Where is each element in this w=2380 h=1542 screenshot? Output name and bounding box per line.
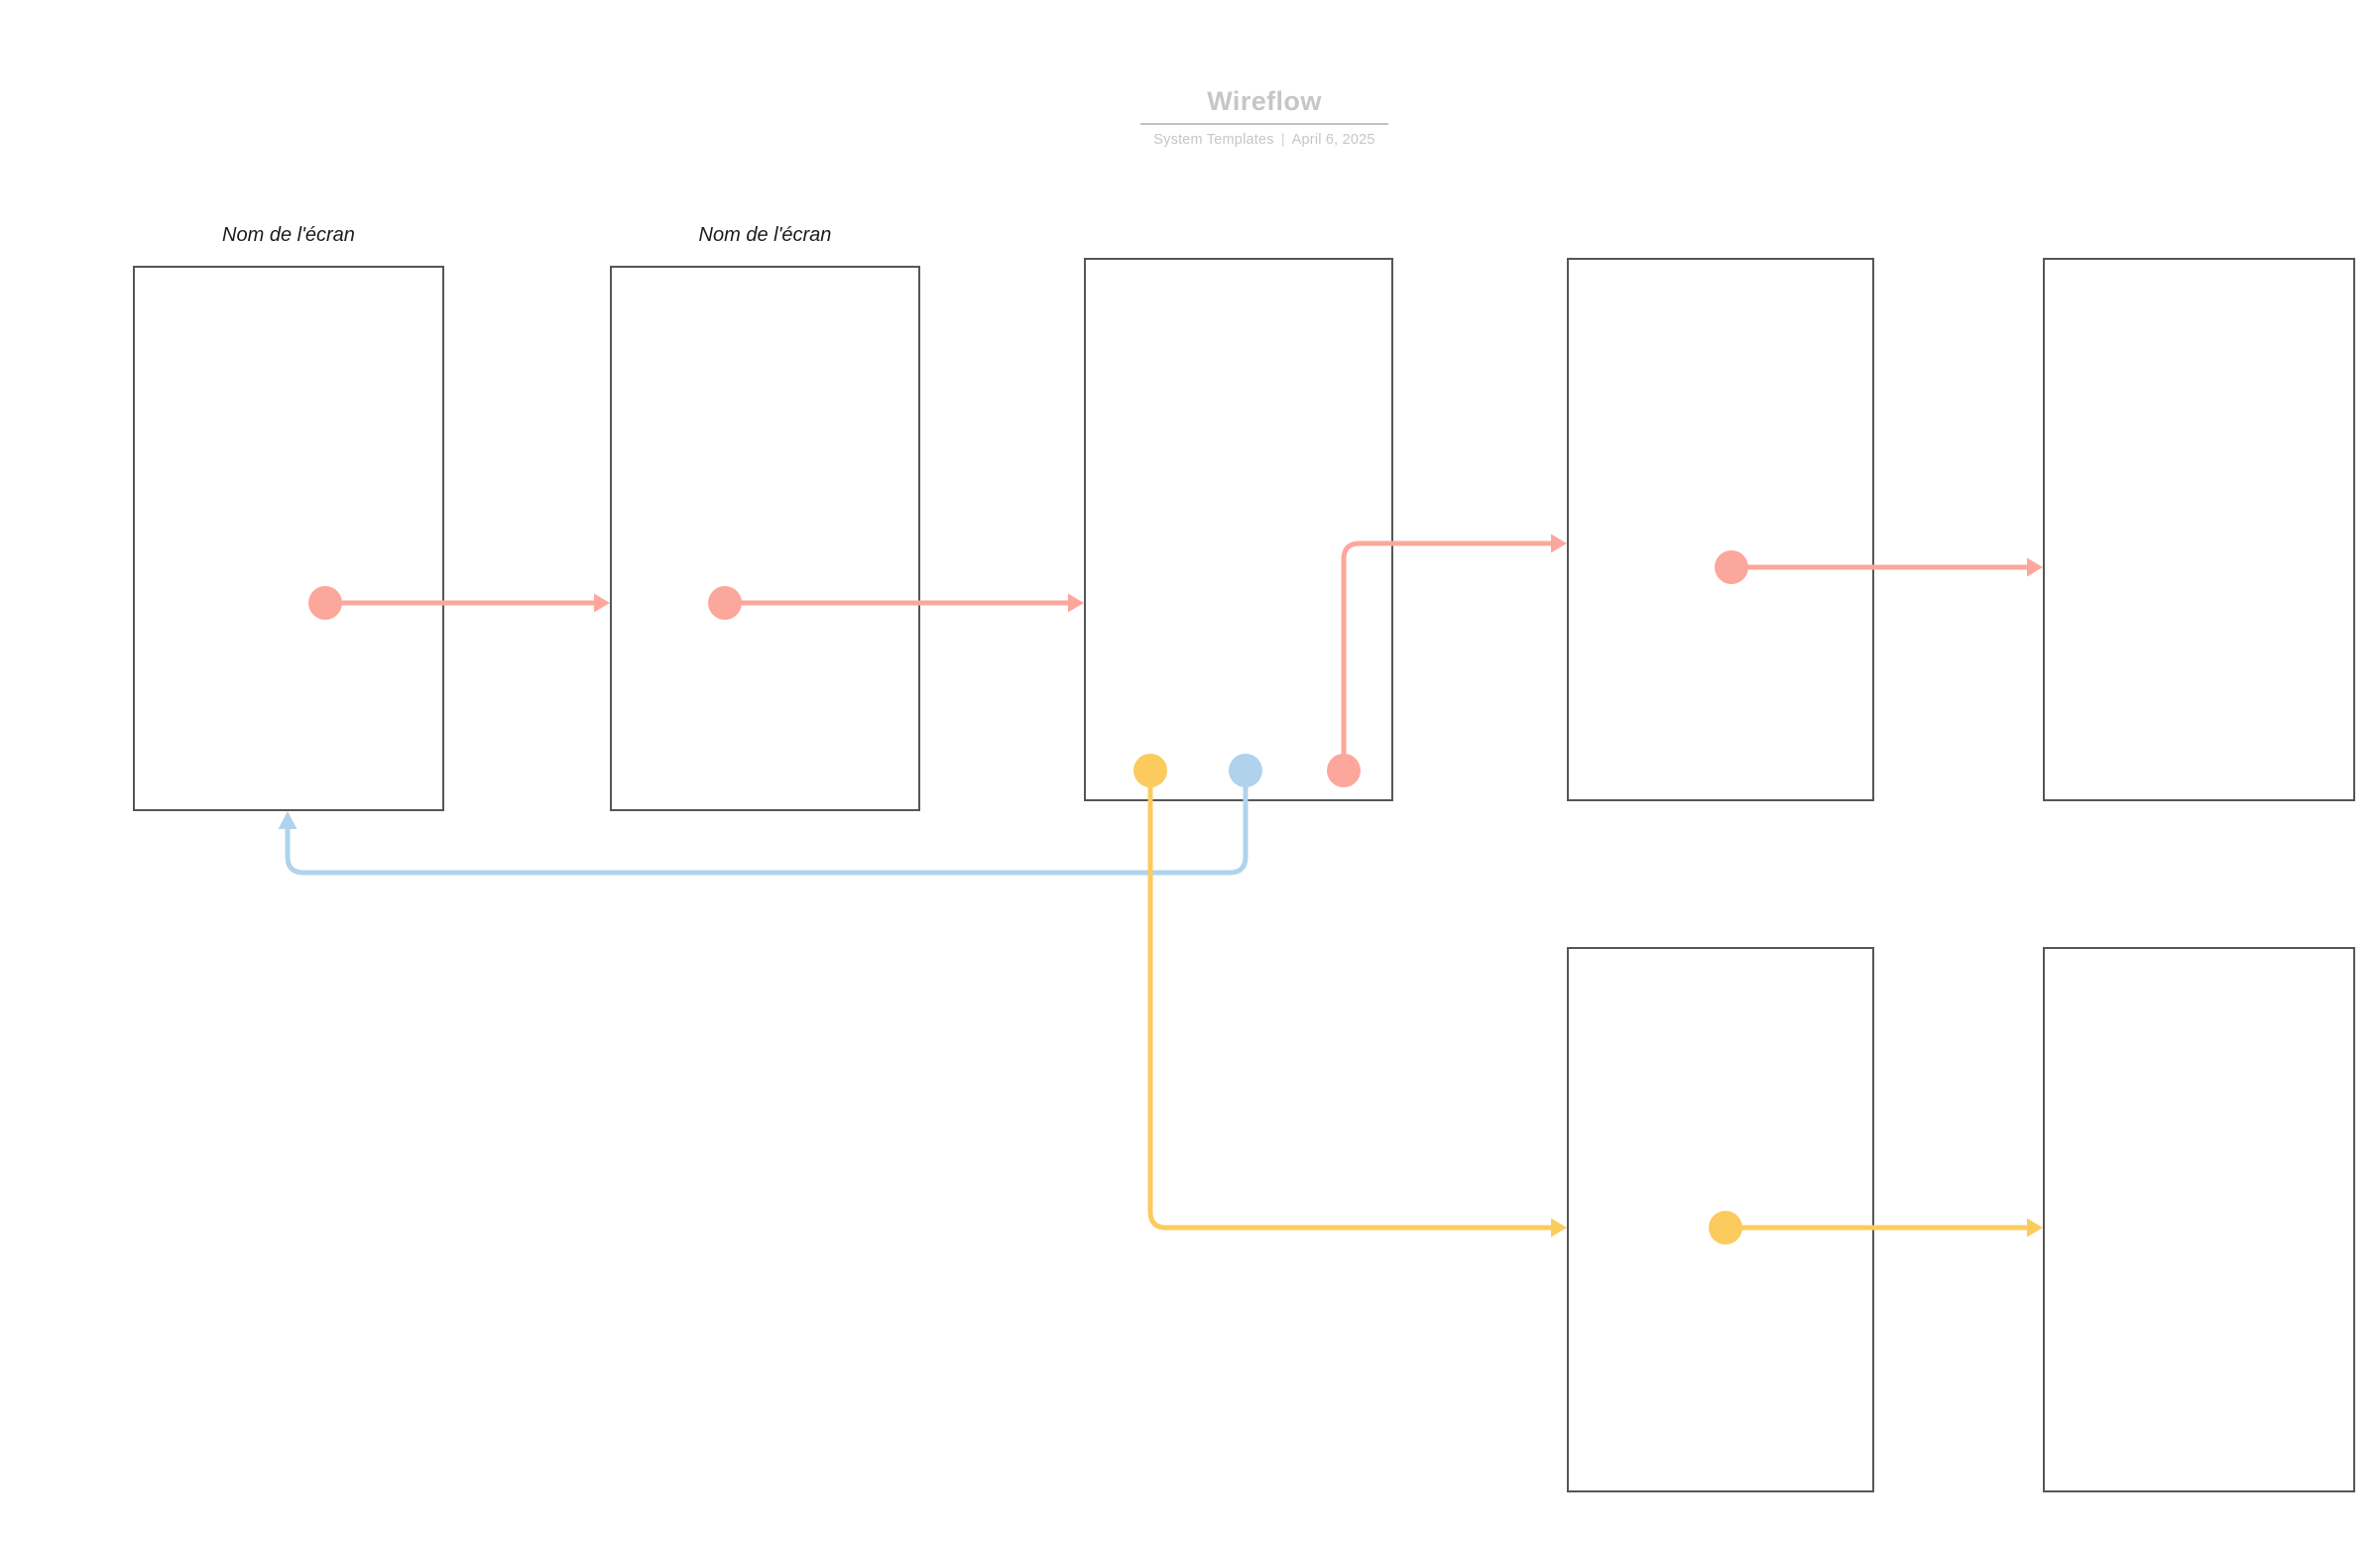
flow-screen3-to-screen6-arrowhead xyxy=(1551,1218,1567,1238)
screen-3-frame[interactable] xyxy=(1084,258,1393,801)
flow-screen4-to-screen5-arrowhead xyxy=(2027,557,2043,577)
flow-screen3-to-screen1-arrowhead xyxy=(278,811,298,829)
screen-4-frame[interactable] xyxy=(1567,258,1874,801)
screen-5-frame[interactable] xyxy=(2043,258,2355,801)
screen-1-frame[interactable] xyxy=(133,266,444,811)
subtitle-date: April 6, 2025 xyxy=(1291,131,1375,148)
flow-screen6-to-screen7-arrowhead xyxy=(2027,1218,2043,1238)
screen-6-frame[interactable] xyxy=(1567,947,1874,1492)
flow-screen1-to-screen2-arrowhead xyxy=(594,593,610,613)
screen-2-label: Nom de l'écran xyxy=(698,224,832,246)
title-divider xyxy=(1140,122,1388,125)
flow-screen2-to-screen3-arrowhead xyxy=(1068,593,1084,613)
screen-2-frame[interactable] xyxy=(610,266,920,811)
document-subtitle: System Templates | April 6, 2025 xyxy=(1140,132,1388,148)
document-header: Wireflow System Templates | April 6, 2025 xyxy=(1140,86,1388,148)
screen-1-label: Nom de l'écran xyxy=(222,224,355,246)
flow-screen3-to-screen4-arrowhead xyxy=(1551,534,1567,553)
screen-7-frame[interactable] xyxy=(2043,947,2355,1492)
flow-screen3-to-screen6-line xyxy=(1147,771,1553,1231)
page-title: Wireflow xyxy=(1207,86,1322,116)
subtitle-separator: | xyxy=(1280,131,1285,148)
subtitle-project: System Templates xyxy=(1153,131,1274,148)
